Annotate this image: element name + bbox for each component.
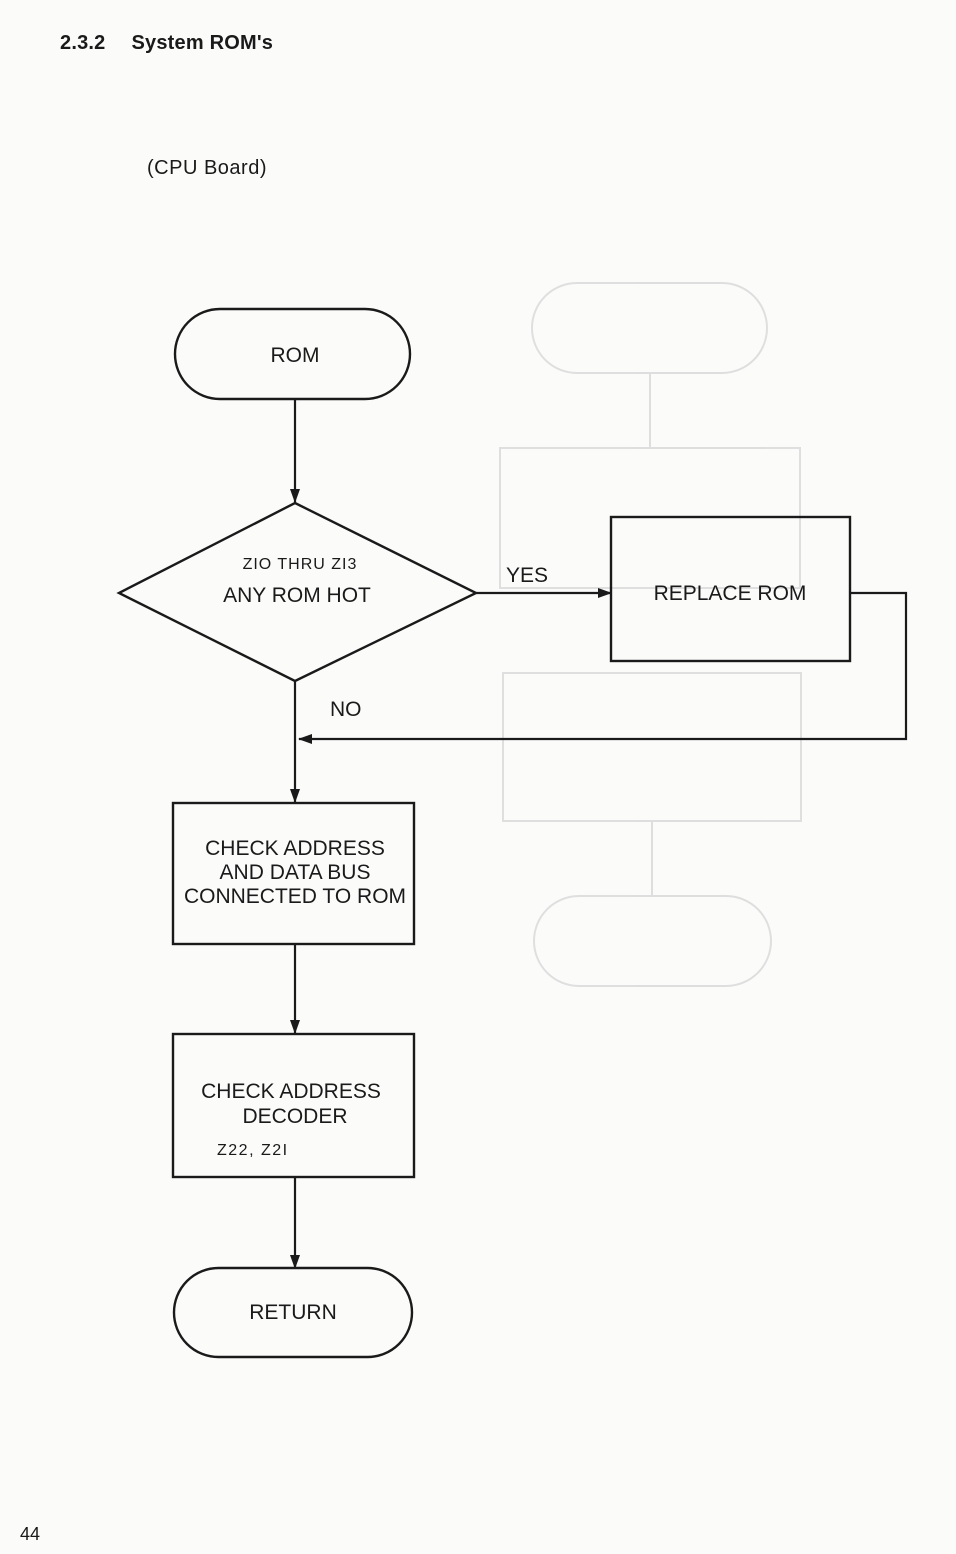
return-terminal-label: RETURN [249, 1301, 337, 1324]
check-decoder-line-2: DECODER [242, 1105, 347, 1128]
check-decoder-line-1: CHECK ADDRESS [201, 1080, 381, 1103]
check-bus-box: CHECK ADDRESS AND DATA BUS CONNECTED TO … [171, 801, 416, 946]
decision-yes-label: YES [506, 564, 548, 587]
section-title: System ROM's [131, 32, 274, 54]
check-bus-line-3: CONNECTED TO ROM [184, 885, 406, 908]
connectors [290, 398, 908, 1269]
return-terminal: RETURN [172, 1266, 414, 1359]
board-subtitle: (CPU Board) [147, 157, 267, 179]
show-through-shapes [499, 282, 802, 987]
decision-question: ANY ROM HOT [223, 584, 371, 607]
check-decoder-chips: Z22, Z2I [217, 1142, 289, 1159]
start-terminal: ROM [173, 307, 412, 401]
check-bus-line-2: AND DATA BUS [220, 861, 371, 884]
replace-rom-box: REPLACE ROM [609, 515, 852, 663]
check-bus-line-1: CHECK ADDRESS [205, 837, 385, 860]
page-number: 44 [20, 1524, 41, 1544]
replace-rom-label: REPLACE ROM [654, 582, 807, 605]
section-heading: 2.3.2 System ROM's [60, 32, 273, 55]
section-number: 2.3.2 [60, 32, 106, 54]
decision-chip-range: ZIO THRU ZI3 [243, 556, 358, 573]
decision-diamond: ZIO THRU ZI3 ANY ROM HOT YES NO [116, 501, 548, 721]
decision-no-label: NO [330, 698, 362, 721]
connector-replace-return-loop [298, 591, 908, 744]
check-decoder-box: CHECK ADDRESS DECODER Z22, Z2I [171, 1032, 416, 1179]
start-terminal-label: ROM [271, 344, 320, 367]
